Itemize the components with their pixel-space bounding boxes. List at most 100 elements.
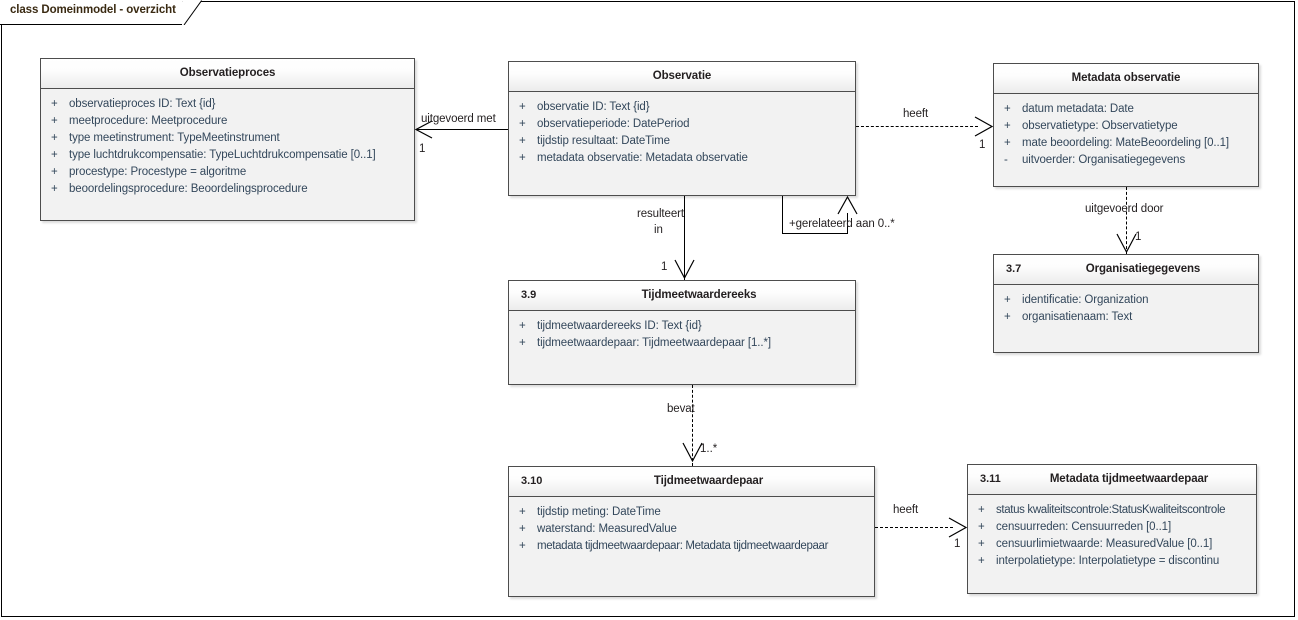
class-box-observatieproces[interactable]: Observatieproces + observatieproces ID: …: [40, 58, 415, 221]
diagram-frame-tab: [0, 0, 182, 25]
attribute-row: + meetprocedure: Meetprocedure: [41, 113, 414, 130]
connector-bevat-arrowhead: [681, 441, 704, 463]
attribute-signature: status kwaliteitscontrole:StatusKwalitei…: [996, 504, 1226, 516]
connector-bevat-multiplicity: 1..*: [700, 443, 718, 455]
attribute-signature: tijdstip meting: DateTime: [537, 506, 661, 518]
class-header-metadata-observatie: Metadata observatie: [994, 64, 1258, 94]
visibility-marker: -: [1004, 154, 1008, 166]
attribute-row: + observatieproces ID: Text {id}: [41, 96, 414, 113]
visibility-marker: +: [519, 320, 526, 332]
class-attributes-observatie: + observatie ID: Text {id} + observatiep…: [509, 92, 855, 173]
visibility-marker: +: [978, 538, 985, 550]
class-header-organisatiegegevens: 3.7 Organisatiegegevens: [994, 255, 1258, 285]
class-title: Tijdmeetwaardereeks: [641, 289, 757, 301]
attribute-signature: type luchtdrukcompensatie: TypeLuchtdruk…: [69, 149, 376, 161]
attribute-signature: procestype: Procestype = algoritme: [69, 166, 247, 178]
class-header-metadata-tijdmeetwaardepaar: 3.11 Metadata tijdmeetwaardepaar: [968, 465, 1256, 495]
class-number: 3.9: [521, 289, 537, 301]
connector-uitgevoerd-door-multiplicity: 1: [1135, 231, 1142, 243]
class-header-observatie: Observatie: [509, 62, 855, 92]
attribute-signature: observatieproces ID: Text {id}: [69, 98, 216, 110]
attribute-signature: tijdmeetwaardepaar: Tijdmeetwaardepaar […: [537, 337, 771, 349]
visibility-marker: +: [51, 115, 58, 127]
attribute-signature: organisatienaam: Text: [1022, 311, 1133, 323]
attribute-signature: uitvoerder: Organisatiegegevens: [1022, 154, 1186, 166]
class-attributes-metadata-tijdmeetwaardepaar: + status kwaliteitscontrole:StatusKwalit…: [968, 495, 1256, 576]
visibility-marker: +: [519, 118, 526, 130]
connector-uitgevoerd-door-arrowhead: [1115, 232, 1138, 254]
visibility-marker: +: [519, 506, 526, 518]
connector-resulteert-in-label-line1: resulteert: [637, 208, 684, 220]
connector-heeft-tmwp-multiplicity: 1: [954, 538, 961, 550]
attribute-signature: waterstand: MeasuredValue: [537, 523, 677, 535]
connector-gerelateerd-bottom-segment: [782, 233, 848, 234]
connector-uitgevoerd-met-label: uitgevoerd met: [421, 113, 496, 125]
attribute-row: + organisatienaam: Text: [994, 309, 1258, 326]
class-box-tijdmeetwaardepaar[interactable]: 3.10 Tijdmeetwaardepaar + tijdstip metin…: [508, 466, 875, 597]
class-box-metadata-observatie[interactable]: Metadata observatie + datum metadata: Da…: [993, 63, 1259, 187]
class-attributes-tijdmeetwaardepaar: + tijdstip meting: DateTime + waterstand…: [509, 497, 874, 561]
attribute-signature: censuurlimietwaarde: MeasuredValue [0..1…: [996, 538, 1213, 550]
visibility-marker: +: [519, 101, 526, 113]
visibility-marker: +: [1004, 120, 1011, 132]
attribute-signature: observatieperiode: DatePeriod: [537, 118, 690, 130]
attribute-row: + tijdstip meting: DateTime: [509, 504, 874, 521]
attribute-row: + datum metadata: Date: [994, 101, 1258, 118]
connector-gerelateerd-right-segment: [847, 213, 848, 234]
attribute-row: + tijdstip resultaat: DateTime: [509, 133, 855, 150]
attribute-row: + observatie ID: Text {id}: [509, 99, 855, 116]
diagram-frame-tab-corner: [182, 0, 203, 26]
attribute-row: + censuurreden: Censuurreden [0..1]: [968, 519, 1256, 536]
visibility-marker: +: [978, 555, 985, 567]
attribute-row: + procestype: Procestype = algoritme: [41, 164, 414, 181]
visibility-marker: +: [519, 337, 526, 349]
attribute-signature: tijdmeetwaardereeks ID: Text {id}: [537, 320, 702, 332]
attribute-signature: datum metadata: Date: [1022, 103, 1134, 115]
class-title: Tijdmeetwaardepaar: [653, 475, 764, 487]
connector-gerelateerd-arrowhead: [836, 195, 859, 216]
visibility-marker: +: [978, 504, 985, 516]
attribute-row: + beoordelingsprocedure: Beoordelingspro…: [41, 181, 414, 198]
connector-uitgevoerd-door-line: [1126, 187, 1127, 254]
attribute-row: + metadata tijdmeetwaardepaar: Metadata …: [509, 538, 874, 555]
class-number: 3.11: [980, 473, 1001, 485]
visibility-marker: +: [51, 149, 58, 161]
connector-heeft-observatie-arrowhead: [973, 115, 995, 139]
connector-bevat-label: bevat: [667, 403, 695, 415]
attribute-signature: identificatie: Organization: [1022, 294, 1149, 306]
attribute-signature: mate beoordeling: MateBeoordeling [0..1]: [1022, 137, 1229, 149]
attribute-row: + identificatie: Organization: [994, 292, 1258, 309]
class-box-tijdmeetwaardereeks[interactable]: 3.9 Tijdmeetwaardereeks + tijdmeetwaarde…: [508, 280, 856, 385]
class-box-metadata-tijdmeetwaardepaar[interactable]: 3.11 Metadata tijdmeetwaardepaar + statu…: [967, 464, 1257, 594]
visibility-marker: +: [51, 166, 58, 178]
connector-uitgevoerd-met-multiplicity: 1: [419, 143, 426, 155]
attribute-row: + metadata observatie: Metadata observat…: [509, 150, 855, 167]
visibility-marker: +: [519, 152, 526, 164]
attribute-row: + mate beoordeling: MateBeoordeling [0..…: [994, 135, 1258, 152]
connector-heeft-observatie-line: [856, 126, 978, 127]
class-title: Observatie: [652, 70, 712, 82]
attribute-row: + censuurlimietwaarde: MeasuredValue [0.…: [968, 536, 1256, 553]
attribute-signature: censuurreden: Censuurreden [0..1]: [996, 521, 1172, 533]
connector-resulteert-in-label-line2: in: [654, 224, 663, 236]
class-box-observatie[interactable]: Observatie + observatie ID: Text {id} + …: [508, 61, 856, 196]
class-attributes-tijdmeetwaardereeks: + tijdmeetwaardereeks ID: Text {id} + ti…: [509, 311, 855, 358]
attribute-row: - uitvoerder: Organisatiegegevens: [994, 152, 1258, 169]
visibility-marker: +: [1004, 311, 1011, 323]
connector-resulteert-in-multiplicity: 1: [661, 261, 668, 273]
attribute-signature: observatietype: Observatietype: [1022, 120, 1178, 132]
visibility-marker: +: [51, 183, 58, 195]
attribute-signature: interpolatietype: Interpolatietype = dis…: [996, 555, 1220, 567]
attribute-signature: beoordelingsprocedure: Beoordelingsproce…: [69, 183, 308, 195]
class-box-organisatiegegevens[interactable]: 3.7 Organisatiegegevens + identificatie:…: [993, 254, 1259, 353]
connector-resulteert-in-arrowhead: [673, 258, 696, 280]
connector-uitgevoerd-met-line: [416, 129, 508, 130]
attribute-signature: observatie ID: Text {id}: [537, 101, 650, 113]
connector-gerelateerd-left-segment: [782, 196, 783, 234]
attribute-row: + observatieperiode: DatePeriod: [509, 116, 855, 133]
class-title: Metadata tijdmeetwaardepaar: [1049, 473, 1209, 485]
class-number: 3.7: [1006, 263, 1022, 275]
attribute-signature: metadata observatie: Metadata observatie: [537, 152, 748, 164]
